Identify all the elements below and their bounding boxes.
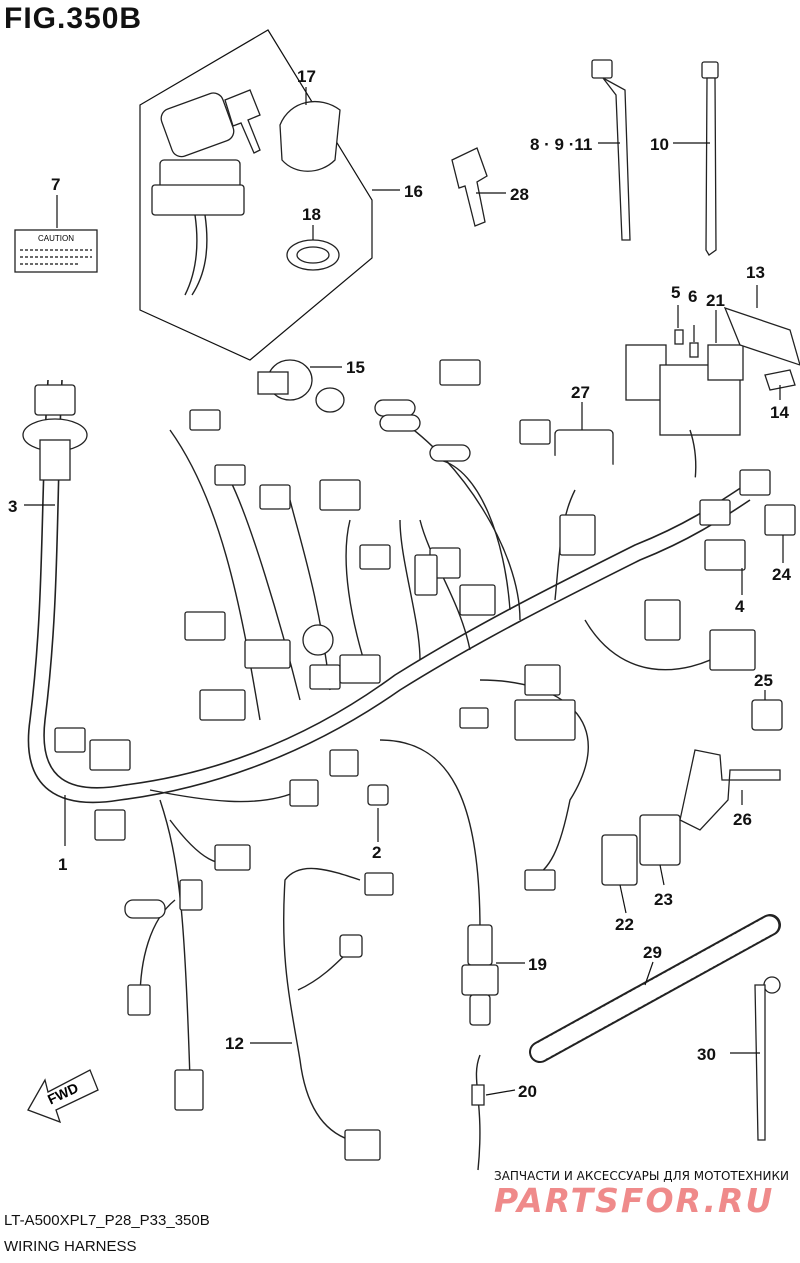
spare-key-part — [451, 147, 488, 227]
ignition-switch-box — [139, 29, 373, 361]
key-switch-15 — [257, 359, 345, 413]
callout-5: 5 — [671, 283, 680, 302]
watermark-tagline: ЗАПЧАСТИ И АКСЕССУАРЫ ДЛЯ МОТОТЕХНИКИ — [494, 1169, 790, 1183]
callout-2: 2 — [372, 843, 381, 862]
callout-25: 25 — [754, 671, 773, 690]
callout-7: 7 — [51, 175, 60, 194]
cable-ties — [591, 59, 719, 256]
callout-4: 4 — [735, 597, 745, 616]
callout-26: 26 — [733, 810, 752, 829]
diagram-code: LT-A500XPL7_P28_P33_350B — [4, 1212, 210, 1229]
caution-label-part: CAUTION — [14, 229, 98, 273]
callout-24: 24 — [772, 565, 791, 584]
callout-6: 6 — [688, 287, 697, 306]
o2-sensor-19 — [461, 924, 499, 1171]
callout-14: 14 — [770, 403, 789, 422]
callout-8-9-11: 8 · 9 ·11 — [530, 135, 592, 154]
leader-lines — [24, 87, 784, 1096]
callout-15: 15 — [346, 358, 365, 377]
callout-27: 27 — [571, 383, 590, 402]
callout-13: 13 — [746, 263, 765, 282]
callout-20: 20 — [518, 1082, 537, 1101]
callout-19: 19 — [528, 955, 547, 974]
callout-10: 10 — [650, 135, 669, 154]
callout-1: 1 — [58, 855, 67, 874]
connector-2 — [367, 784, 389, 806]
sub-harness-12 — [283, 867, 394, 1161]
fwd-arrow: FWD — [27, 1069, 99, 1124]
callout-30: 30 — [697, 1045, 716, 1064]
callout-29: 29 — [643, 943, 662, 962]
callout-22: 22 — [615, 915, 634, 934]
small-connectors — [601, 699, 783, 886]
callout-23: 23 — [654, 890, 673, 909]
diagram-caption: WIRING HARNESS — [4, 1238, 137, 1255]
relay-fuse-box — [625, 306, 800, 501]
main-wiring-harness — [22, 359, 796, 1111]
callout-21: 21 — [706, 291, 725, 310]
clamp-30 — [754, 976, 781, 1141]
watermark-brand: PARTSFOR.RU — [494, 1181, 775, 1220]
caution-text: CAUTION — [38, 234, 74, 243]
callout-17: 17 — [297, 67, 316, 86]
callouts: 1 2 3 4 5 6 7 8 · 9 ·11 10 12 13 14 15 1… — [8, 67, 791, 1101]
figure-title: FIG.350B — [4, 2, 143, 35]
callout-3: 3 — [8, 497, 17, 516]
callout-12: 12 — [225, 1034, 244, 1053]
callout-28: 28 — [510, 185, 529, 204]
callout-18: 18 — [302, 205, 321, 224]
callout-16: 16 — [404, 182, 423, 201]
conduit-29 — [529, 914, 781, 1063]
